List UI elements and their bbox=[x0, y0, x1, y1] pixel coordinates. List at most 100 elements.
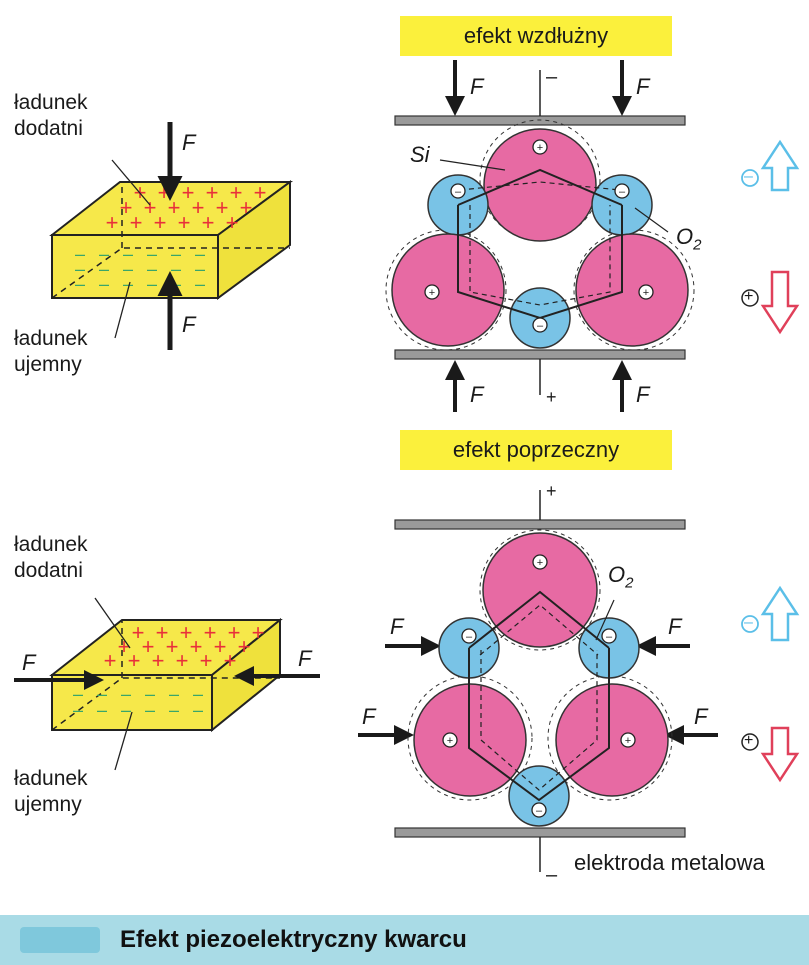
force-label: F bbox=[470, 382, 484, 407]
plus-charge: + bbox=[206, 180, 219, 205]
atom-sign-circle bbox=[614, 183, 630, 199]
plate-sign-plus: + bbox=[546, 387, 557, 407]
atom-sign: + bbox=[537, 557, 543, 569]
minus-charge: – bbox=[169, 700, 179, 720]
force-label: F bbox=[390, 614, 404, 639]
atom-sign-circle bbox=[424, 284, 440, 300]
oxygen-label: O2 bbox=[608, 562, 634, 592]
atom-sign: – bbox=[619, 186, 626, 198]
minus-charge: – bbox=[123, 259, 133, 279]
atom-sign: – bbox=[606, 631, 613, 643]
minus-charge: – bbox=[193, 684, 203, 704]
plus-charge: + bbox=[176, 648, 189, 673]
leader-positive-bottom bbox=[94, 597, 131, 649]
minus-charge: – bbox=[123, 274, 133, 294]
oxygen-label: O2 bbox=[676, 224, 702, 254]
label-negative-top-2: ujemny bbox=[14, 353, 82, 376]
negative-charges-top: –––––––––––––––––– bbox=[75, 244, 205, 294]
crystal-block-top: ++++++++++++++++++ –––––––––––––––––– bbox=[49, 122, 294, 350]
atom-sign-circle bbox=[442, 732, 458, 748]
minus-charge: – bbox=[147, 274, 157, 294]
plus-charge: + bbox=[254, 180, 267, 205]
leader-positive-top bbox=[111, 159, 151, 206]
atom-sign-circle bbox=[531, 802, 547, 818]
force-label: F bbox=[182, 312, 196, 337]
silicon-atom bbox=[482, 532, 598, 648]
atom-sign: – bbox=[455, 186, 462, 198]
plus-charge: + bbox=[252, 620, 265, 645]
transverse-lattice bbox=[358, 490, 718, 872]
plus-charge: + bbox=[154, 210, 167, 235]
silicon-atom bbox=[575, 233, 689, 347]
figure-title: Efekt piezoelektryczny kwarcu bbox=[120, 926, 467, 953]
minus-charge: – bbox=[75, 259, 85, 279]
force-label: F bbox=[182, 130, 196, 155]
minus-charge: – bbox=[171, 244, 181, 264]
plus-charge: + bbox=[178, 210, 191, 235]
plus-charge: + bbox=[200, 648, 213, 673]
label-positive-bottom-2: dodatni bbox=[14, 559, 83, 582]
atom-sign: + bbox=[643, 287, 649, 299]
negative-charges-bottom: –––––––––––– bbox=[73, 684, 203, 720]
plus-charge: + bbox=[130, 210, 143, 235]
plus-charge: + bbox=[132, 620, 145, 645]
electrode-plate-top-2 bbox=[394, 519, 686, 530]
atom-sign: + bbox=[429, 287, 435, 299]
atom-sign: + bbox=[625, 735, 631, 747]
minus-charge: – bbox=[99, 244, 109, 264]
atom-sign-circle bbox=[450, 183, 466, 199]
minus-charge: – bbox=[97, 684, 107, 704]
minus-charge: – bbox=[121, 684, 131, 704]
plus-charge: + bbox=[224, 648, 237, 673]
force-label: F bbox=[298, 646, 312, 671]
force-label: F bbox=[694, 704, 708, 729]
plus-charge: + bbox=[118, 634, 131, 659]
plate-sign-plus: + bbox=[546, 481, 557, 501]
atom-sign: – bbox=[466, 631, 473, 643]
plus-charge: + bbox=[128, 648, 141, 673]
label-positive-top-1: ładunek bbox=[14, 91, 88, 114]
plus-charge: + bbox=[182, 180, 195, 205]
plus-charge: + bbox=[142, 634, 155, 659]
label-negative-bottom-2: ujemny bbox=[14, 793, 82, 816]
up-arrow-icon bbox=[760, 585, 800, 642]
atom-sign-circle bbox=[532, 139, 548, 155]
plus-charge: + bbox=[240, 195, 253, 220]
label-positive-top-2: dodatni bbox=[14, 117, 83, 140]
minus-charge: – bbox=[147, 244, 157, 264]
minus-charge: – bbox=[73, 700, 83, 720]
up-arrow-icon bbox=[760, 139, 800, 192]
atom-sign: – bbox=[536, 805, 543, 817]
atom-sign: – bbox=[537, 320, 544, 332]
plus-charge: + bbox=[238, 634, 251, 659]
plus-charge: + bbox=[190, 634, 203, 659]
minus-charge: – bbox=[195, 244, 205, 264]
atom-sign-circle bbox=[532, 554, 548, 570]
label-negative-top-1: ładunek bbox=[14, 327, 88, 350]
plus-charge: + bbox=[214, 634, 227, 659]
atom-sign: + bbox=[447, 735, 453, 747]
minus-charge: – bbox=[75, 274, 85, 294]
silicon-atom bbox=[555, 683, 669, 797]
plate-sign-minus: – bbox=[546, 66, 558, 88]
force-label: F bbox=[668, 614, 682, 639]
oxygen-atom bbox=[508, 765, 570, 827]
plus-charge: + bbox=[180, 620, 193, 645]
piezo-diagram: ++++++++++++++++++ –––––––––––––––––– ++… bbox=[14, 60, 800, 872]
force-label: F bbox=[636, 74, 650, 99]
diagram-stage: ++++++++++++++++++ –––––––––––––––––– ++… bbox=[14, 60, 800, 872]
label-negative-bottom-1: ładunek bbox=[14, 767, 88, 790]
banner-transverse: efekt poprzeczny bbox=[400, 430, 672, 470]
atom-signs: + – – + + – + – – + + – bbox=[424, 139, 654, 818]
minus-charge: – bbox=[75, 244, 85, 264]
plus-charge: + bbox=[204, 620, 217, 645]
plus-charge: + bbox=[216, 195, 229, 220]
plus-charge: + bbox=[106, 210, 119, 235]
minus-charge: – bbox=[99, 274, 109, 294]
atom-sign-circle bbox=[532, 317, 548, 333]
plus-charge: + bbox=[168, 195, 181, 220]
electrode-plate-bottom-2 bbox=[394, 827, 686, 838]
minus-charge: – bbox=[147, 259, 157, 279]
force-label: F bbox=[470, 74, 484, 99]
silicon-atom bbox=[483, 128, 597, 242]
